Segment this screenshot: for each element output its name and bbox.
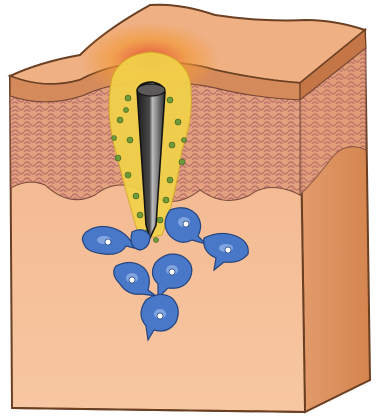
skin-splinter-illustration [0, 0, 381, 417]
illustration-canvas [0, 0, 381, 417]
